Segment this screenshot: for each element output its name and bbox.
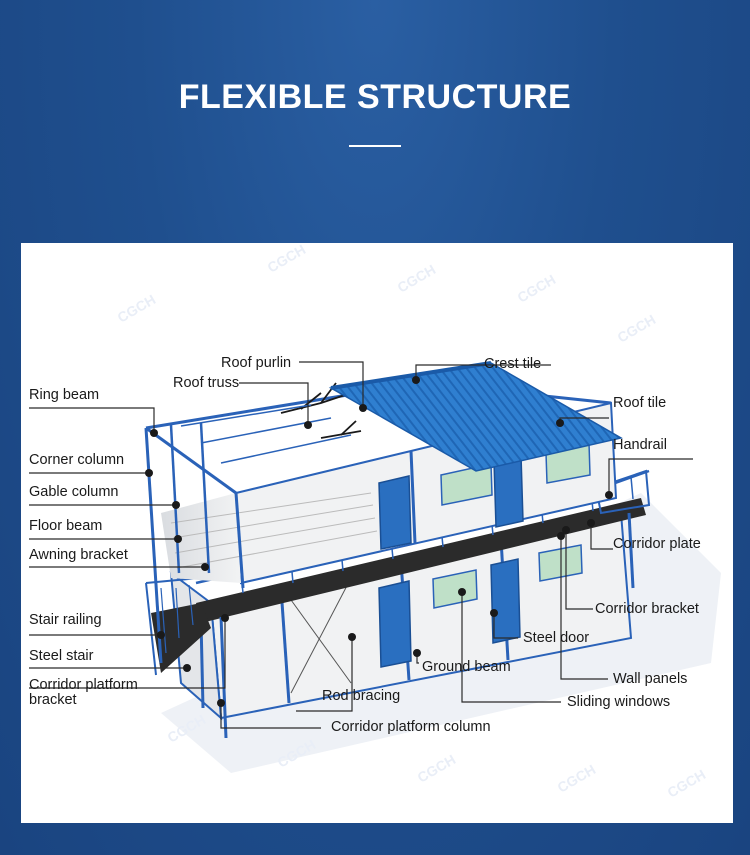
- svg-text:CGCH: CGCH: [265, 243, 309, 276]
- label-ring-beam: Ring beam: [29, 387, 100, 403]
- building-illustration: CGCH CGCH CGCH CGCH CGCH CGCH CGCH CGCH …: [29, 243, 721, 801]
- label-roof-truss: Roof truss: [173, 375, 240, 391]
- upper-column: [234, 492, 245, 589]
- label-floor-beam: Floor beam: [29, 518, 103, 534]
- leader-dots: [145, 376, 613, 707]
- svg-text:CGCH: CGCH: [115, 291, 159, 325]
- label-corridor-platform-column: Corridor platform column: [331, 719, 491, 735]
- lower-column: [279, 587, 291, 704]
- page-title: FLEXIBLE STRUCTURE: [178, 78, 572, 116]
- lower-door: [378, 580, 412, 668]
- label-handrail: Handrail: [613, 437, 667, 453]
- svg-text:CGCH: CGCH: [395, 261, 439, 295]
- label-stair-railing: Stair railing: [29, 612, 102, 628]
- label-corridor-platform-bracket: Corridor platform bracket: [29, 677, 138, 708]
- lower-door: [490, 558, 521, 644]
- upper-column: [409, 450, 417, 544]
- stair-landing: [594, 469, 651, 515]
- rod-bracing-line: [290, 577, 352, 694]
- label-wall-panels: Wall panels: [613, 671, 688, 687]
- gable-column-shape: [199, 422, 211, 574]
- leader-lines: [29, 361, 693, 729]
- diagram-panel: CGCH CGCH CGCH CGCH CGCH CGCH CGCH CGCH …: [21, 243, 733, 823]
- lower-window: [432, 569, 478, 609]
- label-crest-tile: Crest tile: [484, 356, 542, 372]
- title-underline: [349, 145, 401, 147]
- crest-tile-shape: [330, 361, 492, 390]
- label-roof-purlin: Roof purlin: [221, 355, 292, 371]
- label-steel-stair: Steel stair: [29, 648, 94, 664]
- ring-beam-shape: [145, 426, 237, 495]
- rod-bracing-line: [285, 592, 352, 684]
- label-awning-bracket: Awning bracket: [29, 547, 128, 563]
- corridor-plate-shape: [196, 498, 646, 623]
- upper-door: [378, 475, 412, 550]
- svg-text:CGCH: CGCH: [615, 311, 659, 345]
- svg-text:CGCH: CGCH: [555, 761, 599, 795]
- label-sliding-windows: Sliding windows: [567, 694, 671, 710]
- svg-text:CGCH: CGCH: [415, 751, 459, 785]
- label-rod-bracing: Rod bracing: [322, 688, 401, 704]
- svg-text:CGCH: CGCH: [665, 766, 709, 800]
- label-ground-beam: Ground beam: [422, 659, 511, 675]
- label-corner-column: Corner column: [29, 452, 125, 468]
- svg-text:CGCH: CGCH: [515, 271, 559, 305]
- corner-column-shape: [144, 427, 163, 664]
- corridor-column: [219, 616, 228, 739]
- label-gable-column: Gable column: [29, 484, 119, 500]
- gable-column-shape: [169, 424, 181, 574]
- label-roof-tile: Roof tile: [613, 395, 667, 411]
- label-corridor-plate: Corridor plate: [613, 536, 701, 552]
- label-steel-door: Steel door: [523, 630, 590, 646]
- label-corridor-bracket: Corridor bracket: [595, 601, 699, 617]
- corridor-column: [627, 512, 635, 589]
